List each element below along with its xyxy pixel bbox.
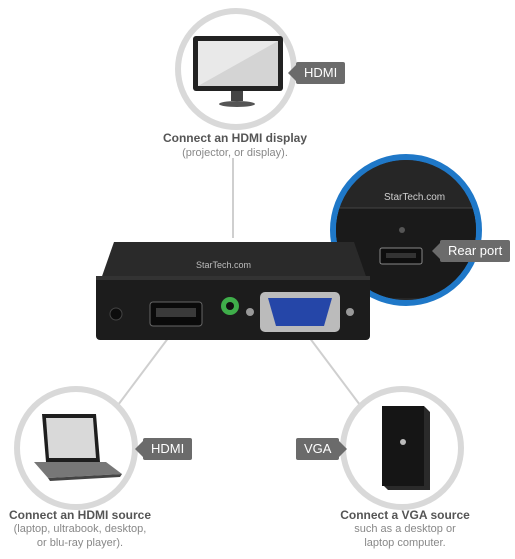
vga-source-caption-line-2: laptop computer. bbox=[364, 537, 446, 549]
hdmi-source-caption-line-1: (laptop, ultrabook, desktop, bbox=[13, 523, 147, 535]
hdmi-source-tag: HDMI bbox=[134, 438, 193, 460]
hdmi-source-caption-title: Connect an HDMI source bbox=[8, 508, 152, 522]
hdmi-source-circle bbox=[14, 386, 138, 510]
hdmi-port-icon bbox=[149, 301, 203, 327]
rear-port-tag: Rear port bbox=[431, 240, 511, 262]
vga-source-caption-line-1: such as a desktop or bbox=[354, 523, 456, 535]
vga-tag: VGA bbox=[296, 438, 349, 460]
display-caption-title: Connect an HDMI display bbox=[162, 131, 308, 145]
hdmi-source-caption-line-2: or blu-ray player). bbox=[36, 537, 124, 549]
vga-source-circle bbox=[340, 386, 464, 510]
audio-port-icon bbox=[221, 297, 239, 315]
hdmi-port-icon bbox=[379, 247, 423, 265]
svg-text:StarTech.com: StarTech.com bbox=[384, 192, 445, 203]
vga-port-icon bbox=[246, 292, 354, 332]
display-circle bbox=[175, 8, 297, 130]
connector-display bbox=[232, 158, 234, 238]
display-caption-subtitle: (projector, or display). bbox=[182, 147, 288, 159]
laptop-icon bbox=[34, 414, 122, 481]
device-image: StarTech.com bbox=[96, 242, 370, 340]
device-brand: StarTech.com bbox=[196, 260, 251, 270]
desktop-tower-icon bbox=[382, 406, 430, 490]
hdmi-display-tag: HDMI bbox=[287, 62, 346, 84]
monitor-icon bbox=[193, 36, 283, 107]
vga-source-caption-title: Connect a VGA source bbox=[340, 508, 470, 522]
